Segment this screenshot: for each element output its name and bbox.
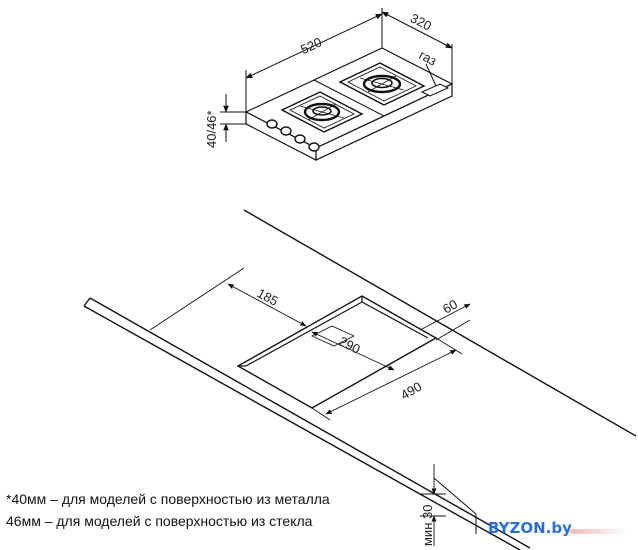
hob-width-label: 520 xyxy=(298,34,324,57)
hob-drawing xyxy=(244,47,454,161)
hob-dimensions xyxy=(220,8,453,142)
note-glass: 46мм – для моделей с поверхностью из сте… xyxy=(6,513,313,529)
note-metal: *40мм – для моделей с поверхностью из ме… xyxy=(6,491,330,507)
burner-front xyxy=(280,91,364,133)
knob-3 xyxy=(294,134,306,144)
hob-height-label: 40/46* xyxy=(204,110,219,148)
knob-2 xyxy=(280,126,292,136)
countertop xyxy=(83,209,637,550)
hob-side-face xyxy=(315,83,453,161)
cutout-edge-label: 60 xyxy=(440,296,460,316)
gas-inlet xyxy=(420,83,450,97)
watermark-logo: BYZON.by xyxy=(488,519,572,537)
knob-4 xyxy=(308,142,320,152)
hob-front-face xyxy=(245,111,317,161)
knob-1 xyxy=(266,119,278,129)
cutout-offset-label: 185 xyxy=(255,285,281,308)
watermark-swoosh xyxy=(570,529,628,534)
cutout-dimensions xyxy=(149,267,471,546)
hob-depth-label: 320 xyxy=(408,10,434,33)
cutout-depth-label: 490 xyxy=(398,379,424,403)
control-knobs xyxy=(266,119,320,152)
burner-back xyxy=(338,62,426,106)
cutout-min-label: мин 30 xyxy=(420,505,435,546)
gas-label: газ xyxy=(417,47,439,68)
